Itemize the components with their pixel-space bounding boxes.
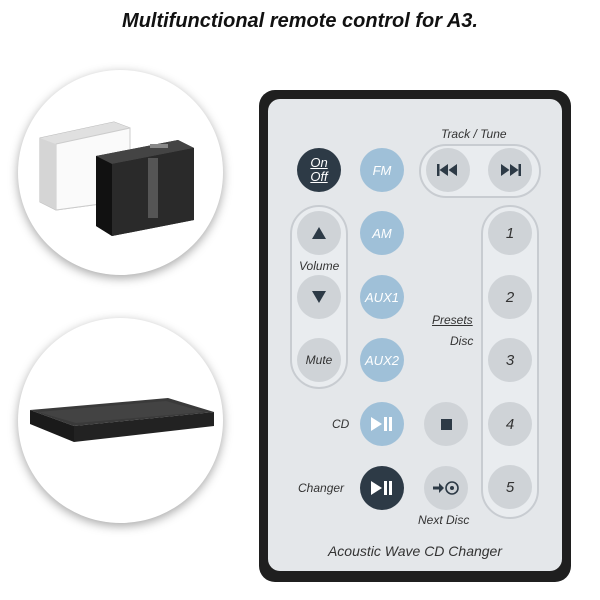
stop-button[interactable] <box>424 402 468 446</box>
aux2-label: AUX2 <box>365 352 399 368</box>
preset-3-button[interactable]: 3 <box>488 338 532 382</box>
track-previous-button[interactable] <box>426 148 470 192</box>
aux1-button[interactable]: AUX1 <box>360 275 404 319</box>
arrow-down-icon <box>312 291 326 303</box>
play-pause-icon <box>371 417 392 431</box>
power-on-label: On <box>310 155 328 170</box>
power-off-label: Off <box>310 169 328 184</box>
next-disc-label: Next Disc <box>418 513 470 527</box>
track-next-button[interactable] <box>488 148 532 192</box>
changer-play-pause-button[interactable] <box>360 466 404 510</box>
preset-2-button[interactable]: 2 <box>488 275 532 319</box>
next-disc-button[interactable] <box>424 466 468 510</box>
remote-brand-label: Acoustic Wave CD Changer <box>327 543 503 559</box>
power-button[interactable]: On Off <box>297 148 341 192</box>
arrow-up-icon <box>312 227 326 239</box>
fm-label: FM <box>372 162 392 178</box>
am-label: AM <box>372 225 392 241</box>
preset-4-button[interactable]: 4 <box>488 402 532 446</box>
preset-1-label: 1 <box>505 224 515 242</box>
volume-label: Volume <box>299 259 340 273</box>
preset-3-label: 3 <box>505 351 515 369</box>
preset-2-label: 2 <box>505 288 515 306</box>
disc-label: Disc <box>450 334 474 348</box>
page-headline: Multifunctional remote control for A3. <box>122 10 478 32</box>
changer-label: Changer <box>298 481 345 495</box>
soundbar-product-image <box>18 318 223 523</box>
track-tune-label: Track / Tune <box>441 127 507 141</box>
next-disc-icon <box>433 481 459 495</box>
aux2-button[interactable]: AUX2 <box>360 338 404 382</box>
presets-label: Presets <box>432 313 473 327</box>
preset-1-button[interactable]: 1 <box>488 211 532 255</box>
preset-4-label: 4 <box>505 415 515 433</box>
mute-label: Mute <box>305 353 333 367</box>
skip-previous-icon <box>437 164 457 176</box>
mute-button[interactable]: Mute <box>297 338 341 382</box>
play-pause-icon <box>371 481 392 495</box>
cd-label: CD <box>332 417 350 431</box>
speaker-product-image <box>18 70 223 275</box>
fm-button[interactable]: FM <box>360 148 404 192</box>
skip-next-icon <box>501 164 521 176</box>
aux1-label: AUX1 <box>365 289 399 305</box>
volume-down-button[interactable] <box>297 275 341 319</box>
preset-5-button[interactable]: 5 <box>488 465 532 509</box>
am-button[interactable]: AM <box>360 211 404 255</box>
volume-up-button[interactable] <box>297 211 341 255</box>
preset-5-label: 5 <box>505 478 515 496</box>
stop-icon <box>440 418 452 430</box>
cd-play-pause-button[interactable] <box>360 402 404 446</box>
